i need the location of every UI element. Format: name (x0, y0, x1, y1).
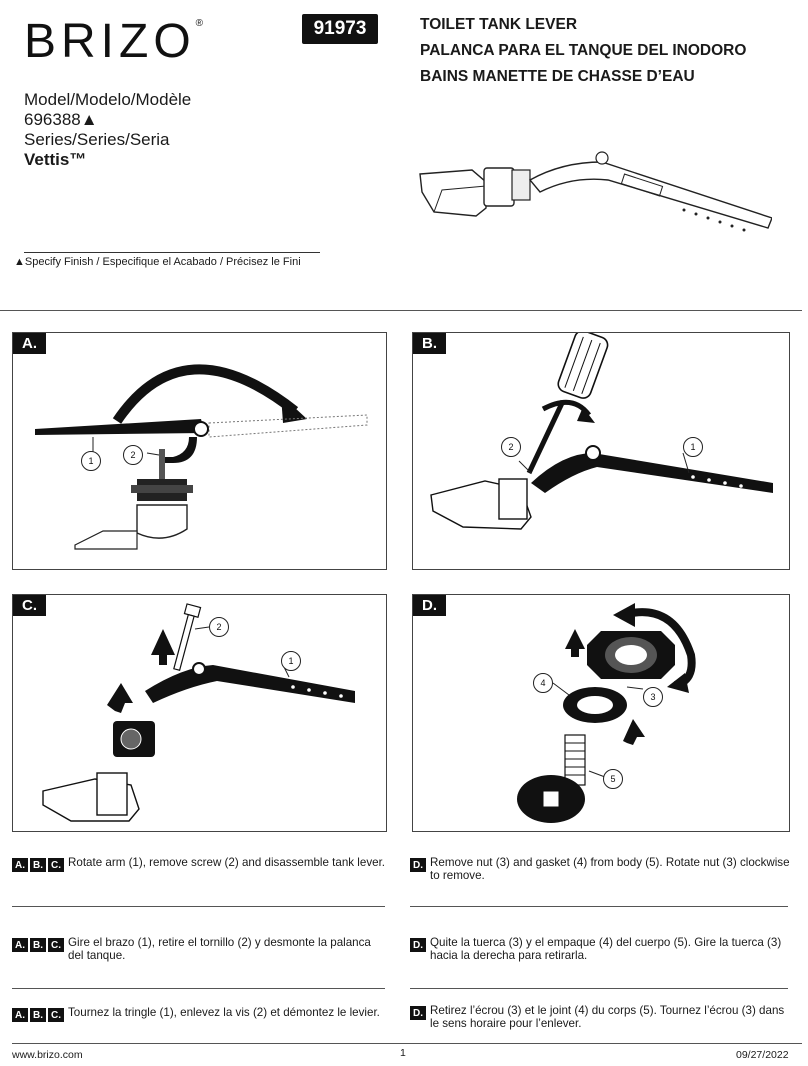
panel-label: B. (413, 333, 446, 354)
step-badges: A. B. C. (12, 1008, 64, 1022)
model-number: 696388▲ (24, 110, 98, 129)
panel-label: C. (13, 595, 46, 616)
title-fr: BAINS MANETTE DE CHASSE D’EAU (420, 68, 695, 85)
callout-2: 2 (123, 445, 143, 465)
callout-2: 2 (209, 617, 229, 637)
callout-1: 1 (683, 437, 703, 457)
instruction-fr-d: D. Retirez l’écrou (3) et le joint (4) d… (410, 1004, 790, 1030)
step-badges: A. B. C. (12, 938, 64, 952)
model-info: Model/Modelo/Modèle 696388▲ Series/Serie… (24, 90, 191, 170)
title-en: TOILET TANK LEVER (420, 16, 578, 33)
divider (12, 988, 385, 989)
panel-b-illustration (430, 333, 773, 530)
brand-logo: BRIZO® (24, 15, 209, 68)
instruction-es-abc: A. B. C. Gire el brazo (1), retire el to… (12, 936, 382, 962)
footer-date: 09/27/2022 (736, 1049, 789, 1061)
title-es: PALANCA PARA EL TANQUE DEL INODORO (420, 42, 747, 59)
part-number-badge: 91973 (302, 14, 378, 44)
callout-2: 2 (501, 437, 521, 457)
step-badges: D. (410, 1006, 426, 1020)
model-label: Model/Modelo/Modèle (24, 90, 192, 109)
step-badges: D. (410, 858, 426, 872)
step-badges: A. B. C. (12, 858, 64, 872)
step-badges: D. (410, 938, 426, 952)
panel-a: A. 1 2 (12, 332, 387, 570)
panel-c-illustration (42, 603, 355, 822)
instruction-es-d: D. Quite la tuerca (3) y el empaque (4) … (410, 936, 790, 962)
divider (410, 988, 788, 989)
callout-1: 1 (81, 451, 101, 471)
instruction-en-abc: A. B. C. Rotate arm (1), remove screw (2… (12, 856, 392, 872)
callout-4: 4 (533, 673, 553, 693)
series-label: Series/Series/Seria (24, 130, 170, 149)
divider (410, 906, 788, 907)
spec-divider (24, 252, 320, 253)
section-divider (0, 310, 802, 311)
callout-3: 3 (643, 687, 663, 707)
panel-c: C. 2 1 (12, 594, 387, 832)
panel-label: D. (413, 595, 446, 616)
callout-5: 5 (603, 769, 623, 789)
divider (12, 906, 385, 907)
instruction-fr-abc: A. B. C. Tournez la tringle (1), enlevez… (12, 1006, 392, 1022)
footer-website[interactable]: www.brizo.com (12, 1049, 83, 1061)
product-titles: TOILET TANK LEVER PALANCA PARA EL TANQUE… (420, 12, 746, 90)
callout-1: 1 (281, 651, 301, 671)
panel-label: A. (13, 333, 46, 354)
series-name: Vettis™ (24, 150, 87, 169)
page-number: 1 (400, 1047, 406, 1059)
panel-b: B. 2 1 (412, 332, 790, 570)
footer-divider (12, 1043, 802, 1044)
panel-d-illustration (517, 603, 696, 823)
finish-note: ▲Specify Finish / Especifique el Acabado… (14, 256, 301, 268)
product-illustration (419, 151, 772, 232)
panel-d: D. 4 3 5 (412, 594, 790, 832)
instruction-en-d: D. Remove nut (3) and gasket (4) from bo… (410, 856, 790, 882)
panel-a-illustration (35, 364, 368, 550)
